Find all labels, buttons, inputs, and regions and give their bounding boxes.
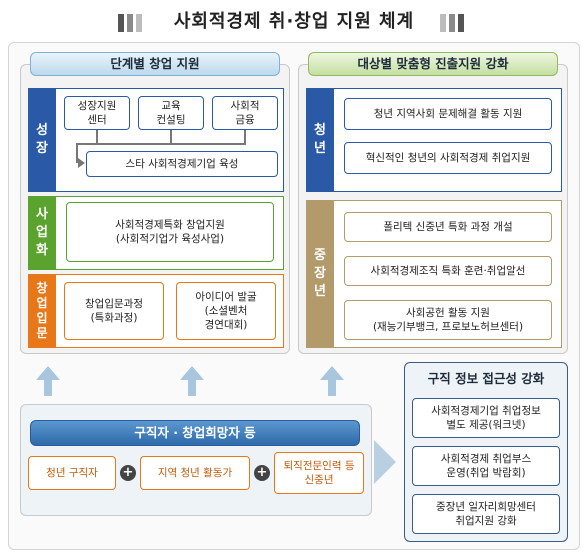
target-middle-aged-label: 중 장 년 [306, 200, 334, 348]
title-bars-right [440, 14, 464, 32]
arrow-right-icon [374, 440, 396, 484]
entry-course-box: 창업입문과정 (특화과정) [64, 282, 164, 340]
plus-icon: + [120, 465, 136, 481]
connector-line [76, 143, 78, 163]
up-arrow-icon [320, 366, 344, 380]
education-consulting-box: 교육 컨설팅 [138, 96, 204, 130]
stage-entry-label: 창 업 입 문 [28, 274, 56, 348]
middle-aged-center-box: 중장년 일자리희망센터 취업지원 강화 [412, 494, 560, 534]
star-enterprise-box: 스타 사회적경제기업 육성 [86, 151, 278, 177]
stage-growth-label: 성 장 [28, 88, 56, 192]
title-bars-left [118, 14, 142, 32]
arrow-right-icon [78, 158, 85, 168]
target-youth-label: 청 년 [306, 88, 334, 192]
up-arrow-stem [188, 380, 196, 396]
training-placement-box: 사회적경제조직 특화 훈련·취업알선 [344, 256, 552, 286]
youth-job-seeker-box: 청년 구직자 [28, 456, 116, 490]
growth-center-box: 성장지원 센터 [64, 96, 130, 130]
social-contribution-box: 사회공헌 활동 지원 (재능기부뱅크, 프로보노허브센터) [344, 300, 552, 340]
up-arrow-icon [36, 366, 60, 380]
job-fair-booth-box: 사회적경제 취업부스 운영(취업 박람회) [412, 446, 560, 486]
connector-line [244, 130, 246, 144]
connector-line [96, 143, 246, 145]
job-seekers-header: 구직자 · 창업희망자 등 [30, 420, 360, 446]
connector-line [170, 130, 172, 144]
plus-icon: + [254, 465, 270, 481]
worknet-info-box: 사회적경제기업 취업정보 별도 제공(워크넷) [412, 398, 560, 438]
idea-discovery-box: 아이디어 발굴 (소셜벤처 경연대회) [176, 282, 276, 340]
left-panel-header: 단계별 창업 지원 [30, 52, 280, 76]
youth-problem-solving-box: 청년 지역사회 문제해결 활동 지원 [344, 98, 552, 130]
retired-expert-box: 퇴직전문인력 등 신중년 [274, 452, 364, 494]
page-title: 사회적경제 취·창업 지원 체계 [173, 11, 415, 32]
startup-support-box: 사회적경제특화 창업지원 (사회적기업가 육성사업) [66, 202, 274, 262]
stage-commercialization-label: 사 업 화 [28, 196, 56, 270]
local-youth-activist-box: 지역 청년 활동가 [140, 456, 250, 490]
up-arrow-icon [180, 366, 204, 380]
info-access-header: 구직 정보 접근성 강화 [427, 371, 545, 386]
connector-line [76, 143, 98, 145]
right-panel-header: 대상별 맞춤형 진출지원 강화 [308, 52, 558, 76]
social-finance-box: 사회적 금융 [212, 96, 278, 130]
youth-employment-box: 혁신적인 청년의 사회적경제 취업지원 [344, 142, 552, 174]
up-arrow-stem [328, 380, 336, 396]
polytech-course-box: 폴리텍 신중년 특화 과정 개설 [344, 212, 552, 242]
up-arrow-stem [44, 380, 52, 396]
connector-line [96, 130, 98, 144]
